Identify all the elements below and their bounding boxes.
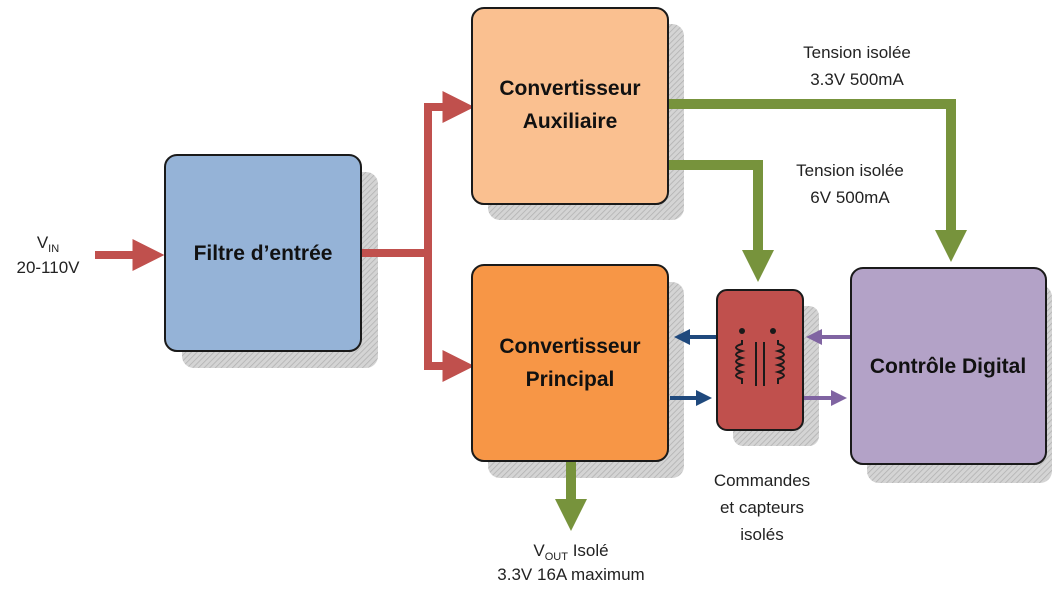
filter-label: Filtre d’entrée	[194, 242, 333, 265]
arrow-to-main	[424, 249, 475, 382]
tension-6v-line2: 6V 500mA	[810, 188, 890, 207]
transformer-icon	[735, 328, 785, 386]
main-label-line2: Principal	[526, 368, 615, 391]
vout-spec: 3.3V 16A maximum	[497, 565, 644, 584]
isolator-block	[716, 289, 804, 431]
tension-6v-line1: Tension isolée	[796, 161, 904, 180]
aux-label-line2: Auxiliaire	[523, 110, 618, 133]
filter-block: Filtre d’entrée	[164, 154, 362, 352]
isolated-line2: et capteurs	[720, 498, 804, 517]
arrow-to-aux	[424, 91, 475, 257]
digital-control-block: Contrôle Digital	[850, 267, 1047, 465]
aux-label-line1: Convertisseur	[499, 77, 640, 100]
aux-converter-block: Convertisseur Auxiliaire	[471, 7, 669, 205]
vin-label: VIN	[37, 233, 59, 255]
arrow-6v-to-isolator	[668, 160, 775, 283]
isolated-line3: isolés	[740, 525, 783, 544]
control-label: Contrôle Digital	[870, 355, 1026, 378]
tension-3v3-line1: Tension isolée	[803, 43, 911, 62]
arrow-3v3-to-control	[668, 99, 968, 263]
vin-range: 20-110V	[16, 258, 80, 277]
isolated-line1: Commandes	[714, 471, 810, 490]
main-label-line1: Convertisseur	[499, 335, 640, 358]
main-converter-block: Convertisseur Principal	[471, 264, 669, 462]
vout-label: VOUT Isolé	[533, 541, 608, 563]
tension-3v3-line2: 3.3V 500mA	[810, 70, 904, 89]
